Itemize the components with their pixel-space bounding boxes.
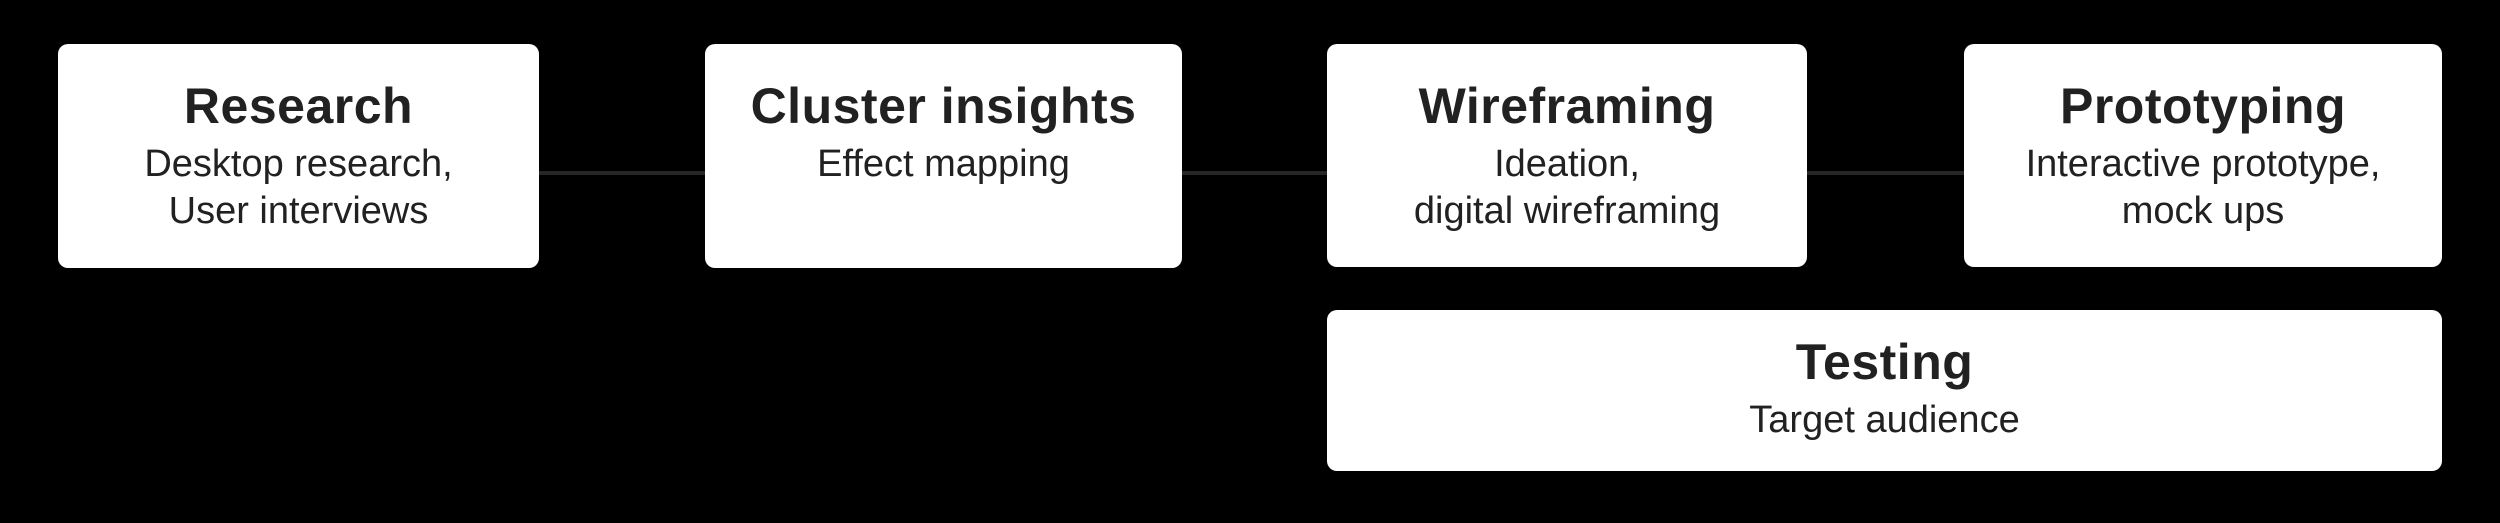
step-title: Cluster insights xyxy=(750,78,1137,134)
step-card-research: Research Desktop research, User intervie… xyxy=(58,44,539,268)
step-subtitle-line: Target audience xyxy=(1749,399,2020,441)
step-subtitle-line: Desktop research, xyxy=(144,143,453,185)
step-subtitle-line: Ideation, xyxy=(1494,143,1640,185)
step-card-prototyping: Prototyping Interactive prototype, mock … xyxy=(1964,44,2442,267)
connector-line xyxy=(1182,171,1327,175)
step-card-testing: Testing Target audience xyxy=(1327,310,2442,471)
step-subtitle-line: digital wireframing xyxy=(1413,190,1721,232)
step-card-wireframing: Wireframing Ideation, digital wireframin… xyxy=(1327,44,1807,267)
connector-line xyxy=(1807,171,1964,175)
step-title: Prototyping xyxy=(2059,78,2347,134)
step-subtitle-line: Effect mapping xyxy=(817,143,1070,185)
step-title: Testing xyxy=(1795,334,1974,390)
step-title: Research xyxy=(183,78,414,134)
step-card-cluster-insights: Cluster insights Effect mapping xyxy=(705,44,1182,268)
step-subtitle: Ideation, digital wireframing xyxy=(1327,141,1807,235)
step-title: Wireframing xyxy=(1418,78,1716,134)
step-subtitle-line: Interactive prototype, xyxy=(2025,143,2381,185)
step-subtitle: Interactive prototype, mock ups xyxy=(1964,141,2442,235)
step-subtitle-line: mock ups xyxy=(2121,190,2285,232)
step-subtitle: Target audience xyxy=(1327,397,2442,444)
step-subtitle-line: User interviews xyxy=(168,190,429,232)
step-subtitle: Effect mapping xyxy=(705,141,1182,188)
connector-line xyxy=(539,171,705,175)
step-subtitle: Desktop research, User interviews xyxy=(58,141,539,235)
